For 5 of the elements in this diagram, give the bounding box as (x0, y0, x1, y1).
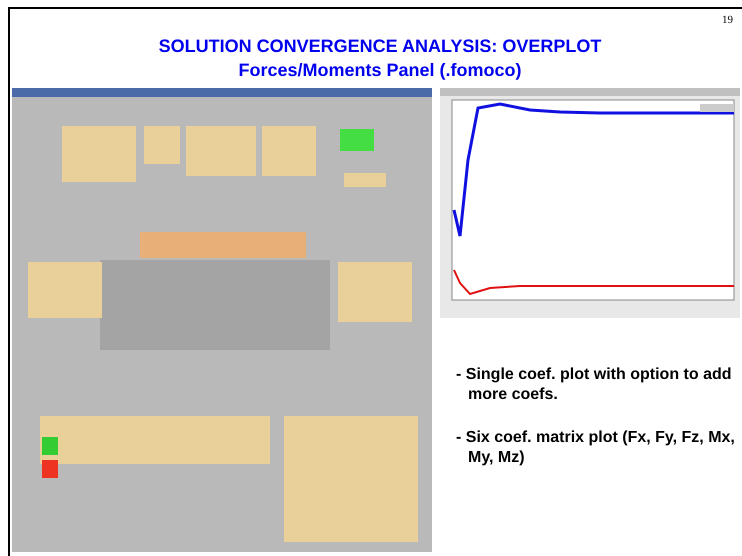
bullet-text: - Six coef. matrix plot (Fx, Fy, Fz, Mx, My, Mz) (456, 428, 736, 468)
page-number: 19 (722, 14, 733, 26)
slide-subtitle: Forces/Moments Panel (.fomoco) (237, 60, 523, 81)
bullet-text: - Single coef. plot with option to add more coefs. (456, 365, 733, 405)
slide-title: SOLUTION CONVERGENCE ANALYSIS: OVERPLOT (158, 36, 602, 57)
